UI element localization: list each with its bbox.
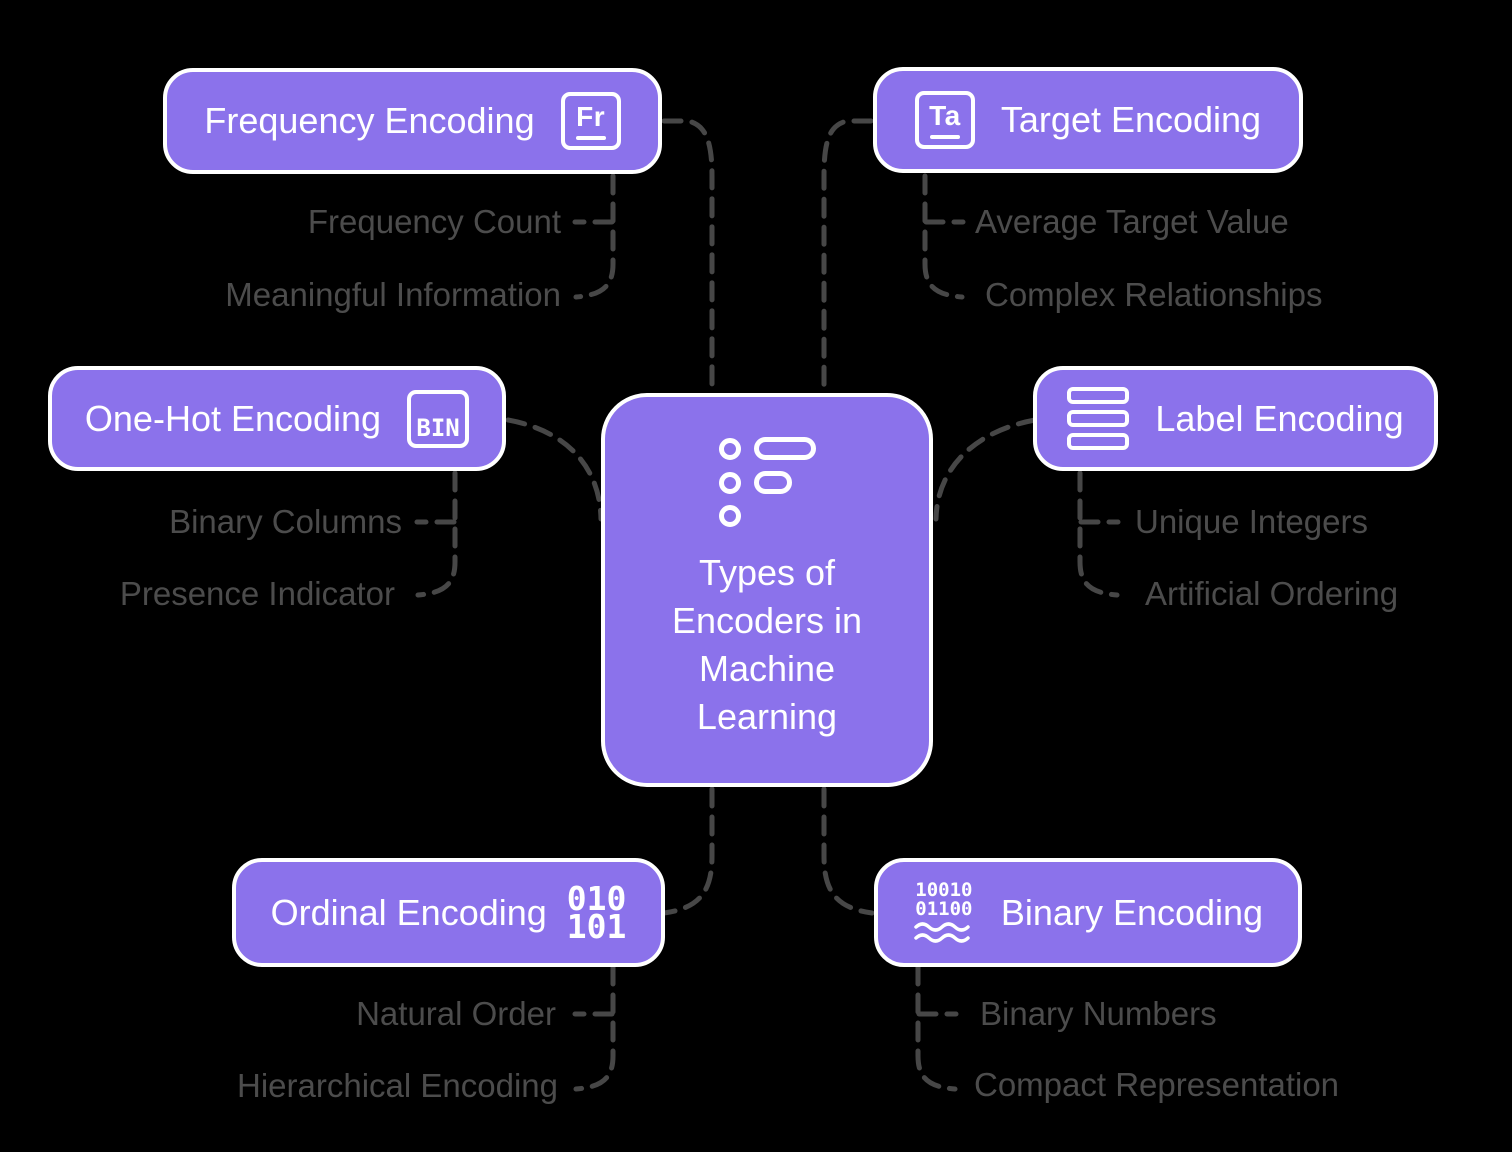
node-ordinal-encoding: Ordinal Encoding 010 101 [232, 858, 665, 967]
list-dot [718, 505, 741, 527]
node-frequency-encoding: Frequency Encoding Fr [163, 68, 662, 174]
sub-label-meaningful-information: Meaningful Information [225, 276, 561, 313]
ta-element-icon-text: Ta [929, 99, 961, 131]
binary-stream-icon: 10010 01100 [913, 878, 975, 945]
sub-label-binary-columns: Binary Columns [169, 503, 402, 540]
spine-ordinal-children [573, 964, 616, 1092]
central-title-line: Types of [698, 552, 836, 593]
binary-digits-row: 101 [566, 906, 627, 946]
sub-label-artificial-ordering: Artificial Ordering [1145, 575, 1399, 612]
node-label: Label Encoding [1155, 397, 1404, 439]
wave-lines-icon [914, 921, 970, 943]
central-title-line: Learning [696, 696, 838, 737]
central-node: Types of Encoders in Machine Learning [601, 393, 933, 787]
central-title: Types of Encoders in Machine Learning [672, 549, 862, 741]
node-label: Target Encoding [1000, 99, 1262, 140]
spine-binary-children [915, 964, 958, 1092]
sub-label-natural-order: Natural Order [356, 995, 556, 1032]
fr-element-icon-underline [575, 135, 606, 140]
bin-badge-icon: BIN [407, 389, 470, 448]
connector-label-to-center [933, 417, 1038, 522]
sub-label-hierarchical-encoding: Hierarchical Encoding [237, 1067, 558, 1104]
binary-digits-row: 010 [566, 879, 627, 919]
connector-center-to-ordinal [661, 786, 715, 916]
node-label: Binary Encoding [1000, 891, 1264, 933]
node-label: One-Hot Encoding [84, 397, 382, 439]
fr-element-icon-text: Fr [576, 100, 606, 132]
connector-onehot-to-center [505, 417, 604, 522]
connector-target-to-center [821, 118, 874, 394]
connector-frequency-to-center [661, 118, 715, 394]
ta-element-icon: Ta [914, 91, 975, 149]
node-binary-encoding: 10010 01100 Binary Encoding [874, 858, 1302, 967]
list-bullets-icon [718, 437, 816, 527]
spine-onehot-children [415, 470, 458, 598]
stack-layer [1067, 410, 1130, 427]
node-label: Frequency Encoding [204, 100, 535, 141]
central-title-line: Machine [698, 648, 836, 689]
fr-element-icon: Fr [560, 92, 621, 150]
sub-label-frequency-count: Frequency Count [307, 203, 561, 240]
bin-badge-icon-text: BIN [416, 413, 460, 442]
binary-digits-icon: 010 101 [566, 879, 627, 946]
node-label: Ordinal Encoding [270, 891, 547, 933]
stacked-layers-icon [1067, 387, 1130, 450]
node-label-encoding: Label Encoding [1033, 366, 1438, 471]
stack-layer [1067, 387, 1130, 404]
list-bar-short [753, 471, 792, 494]
sub-label-average-target-value: Average Target Value [975, 203, 1289, 240]
connector-center-to-binary [821, 786, 875, 916]
binary-stream-row: 01100 [915, 897, 973, 920]
sub-label-unique-integers: Unique Integers [1135, 503, 1368, 540]
sub-label-presence-indicator: Presence Indicator [119, 575, 395, 612]
spine-target-children [922, 173, 965, 300]
spine-label-children [1077, 470, 1120, 598]
ta-element-icon-underline [929, 134, 960, 139]
central-title-line: Encoders in [671, 600, 863, 641]
node-onehot-encoding: One-Hot Encoding BIN [48, 366, 506, 471]
node-target-encoding: Ta Target Encoding [873, 67, 1303, 173]
binary-stream-row: 10010 [915, 878, 973, 901]
list-bar-long [753, 437, 816, 460]
spine-frequency-children [573, 173, 616, 300]
sub-label-compact-representation: Compact Representation [974, 1066, 1340, 1103]
list-dot [718, 437, 741, 460]
list-dot [718, 471, 741, 494]
sub-label-complex-relationships: Complex Relationships [985, 276, 1323, 313]
stack-layer [1067, 433, 1130, 450]
sub-label-binary-numbers: Binary Numbers [980, 995, 1217, 1032]
